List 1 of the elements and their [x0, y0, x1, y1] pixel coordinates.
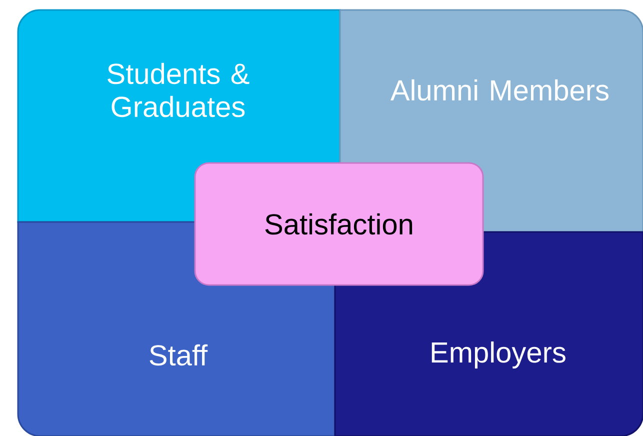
center-box: Satisfaction: [194, 162, 484, 286]
